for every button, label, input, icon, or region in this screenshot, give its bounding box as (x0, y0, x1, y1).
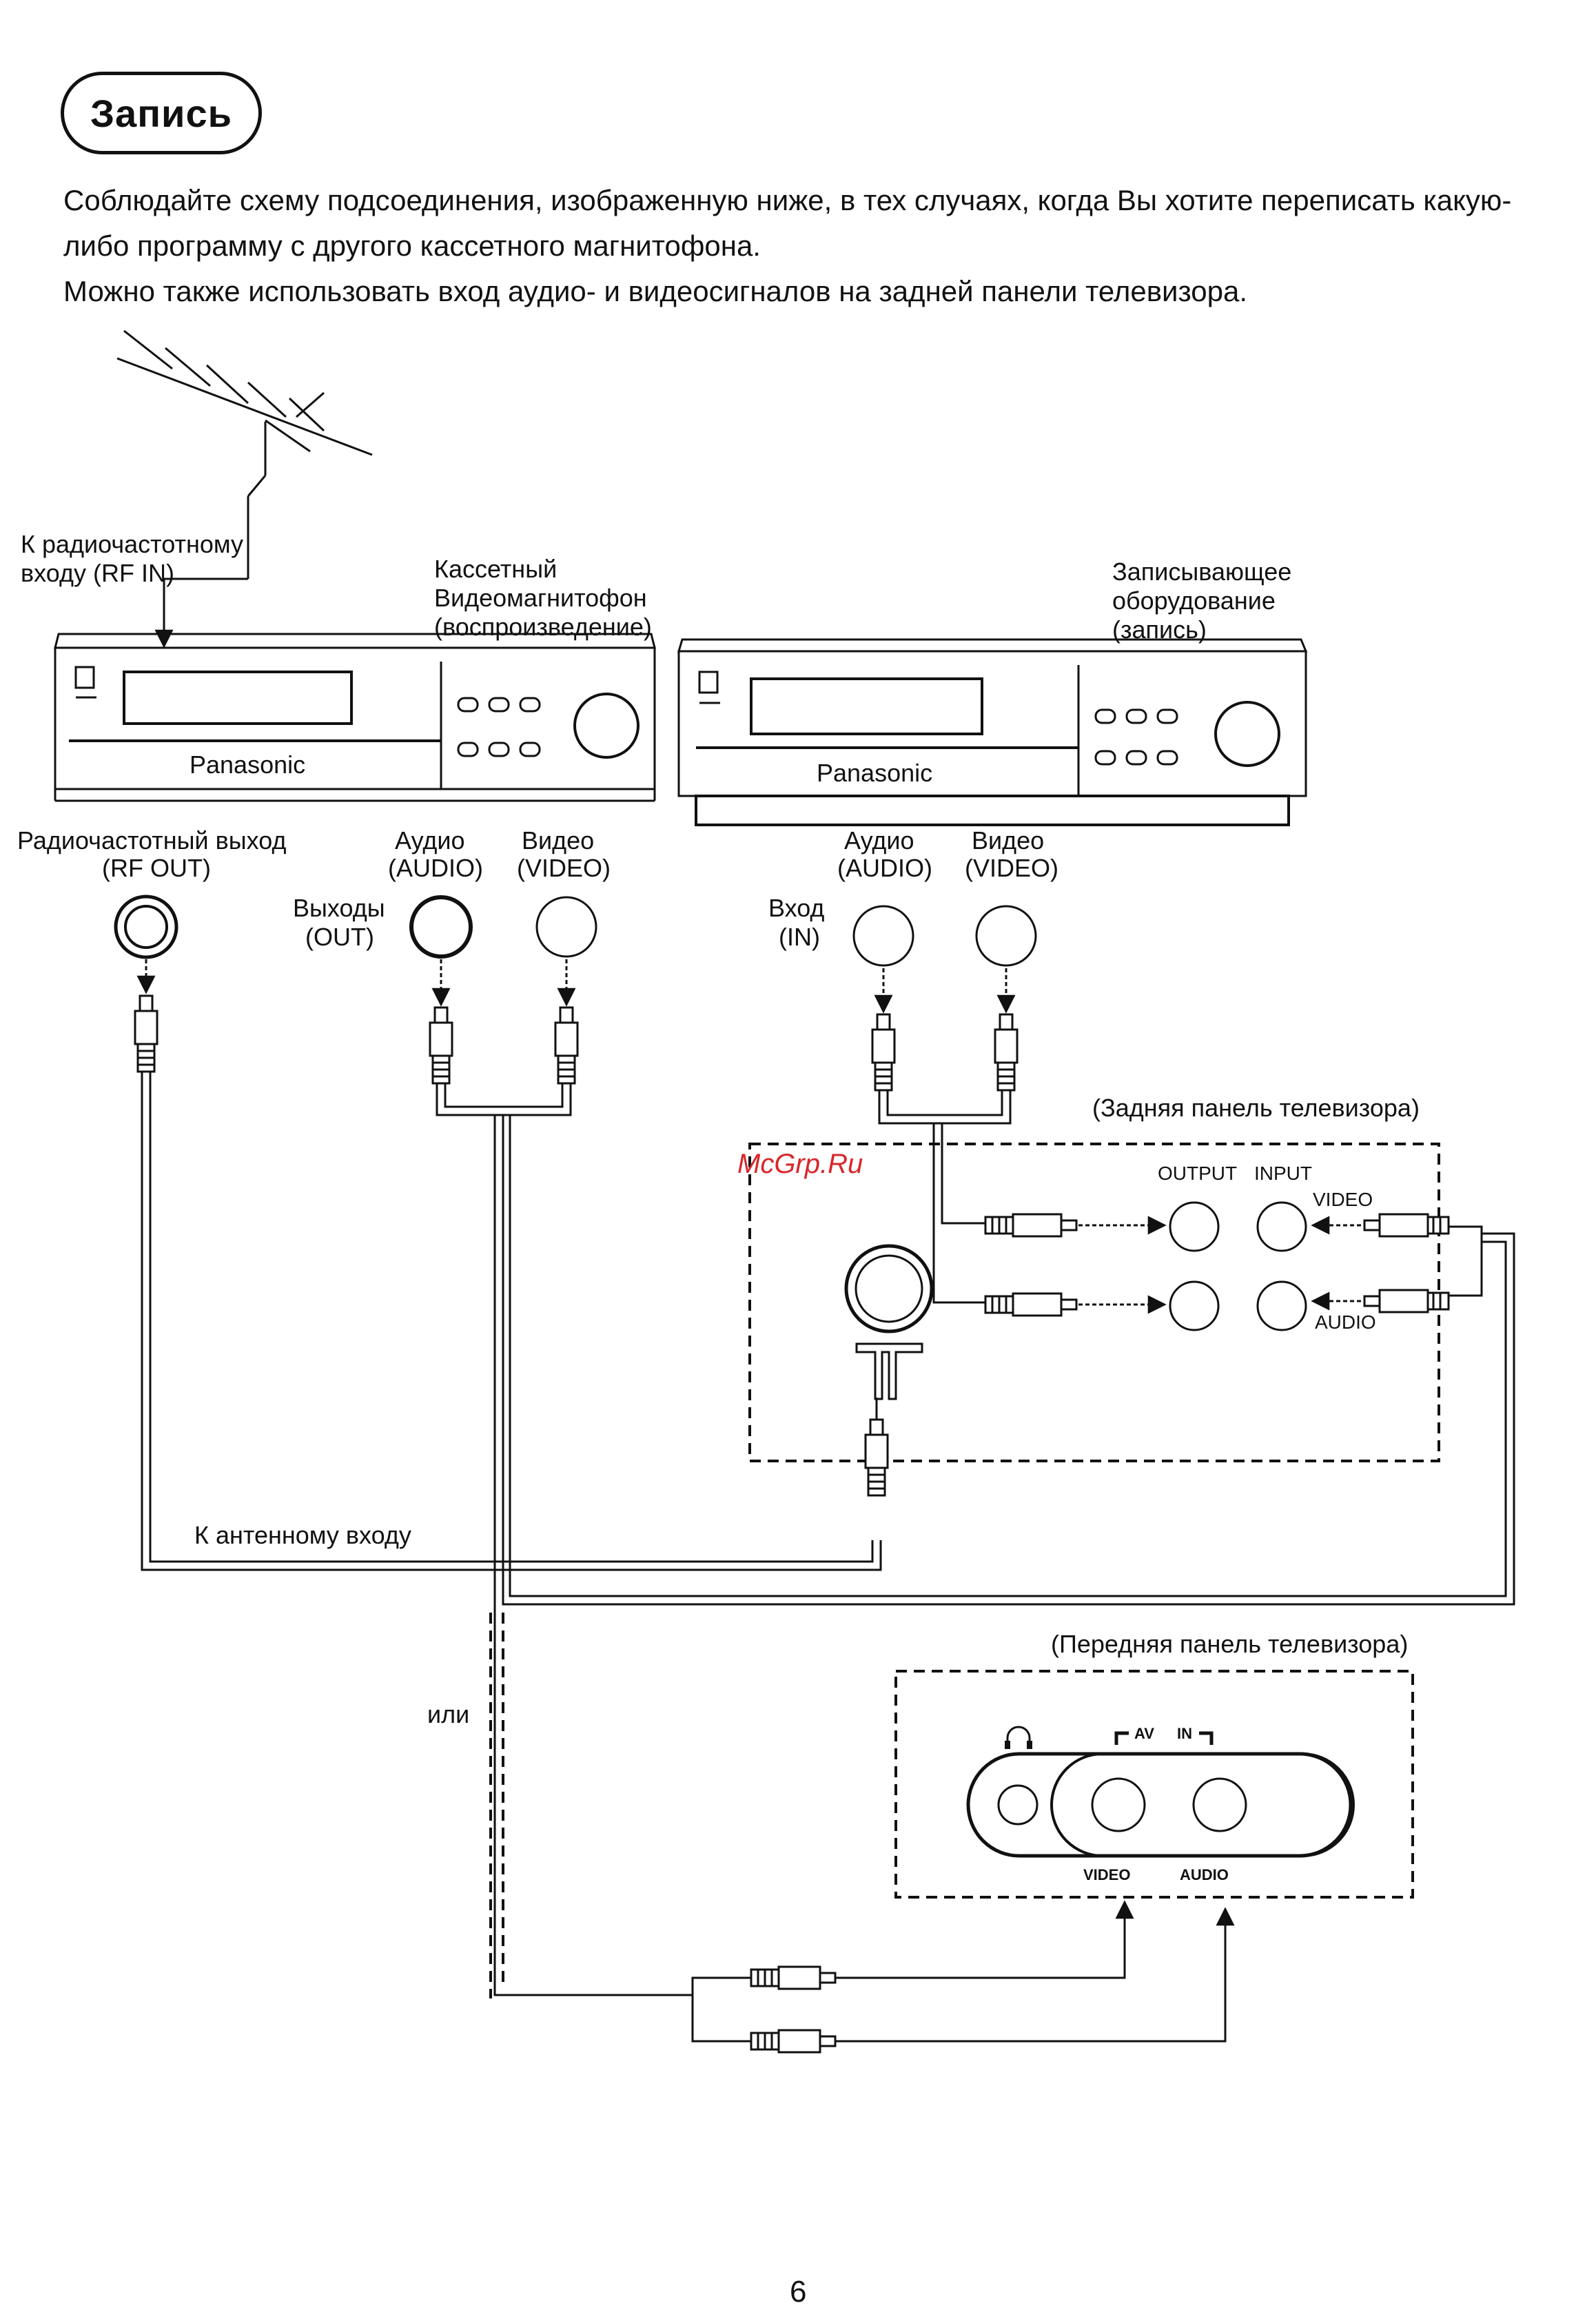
video-out-label-2: (VIDEO) (517, 854, 611, 882)
audio-out-label-2: (AUDIO) (388, 854, 483, 882)
intro-line-2: либо программу с другого кассетного магн… (63, 229, 761, 262)
intro-line-1: Соблюдайте схему подсоединения, изображе… (63, 184, 1512, 216)
output-label: OUTPUT (1158, 1163, 1237, 1184)
tv-rear-antenna-jack (844, 1244, 934, 1333)
video-out-jack (535, 896, 597, 958)
audio-out-label-1: Аудио (395, 826, 465, 855)
vcr-play-label-2: Видеомагнитофон (434, 584, 647, 612)
audio-en-label: AUDIO (1315, 1311, 1376, 1333)
tv-front-label: (Передняя панель телевизора) (1051, 1630, 1408, 1658)
outputs-label-2: (OUT) (305, 923, 374, 951)
vcr-playback (54, 633, 656, 802)
av-label: AV (1134, 1725, 1154, 1742)
front-audio-jack (1192, 1777, 1247, 1832)
front-video-jack (1091, 1777, 1146, 1832)
audio-in-label-2: (AUDIO) (837, 854, 932, 882)
vcr-recording-brand: Panasonic (817, 759, 932, 787)
audio-out-jack (409, 895, 473, 959)
vcr-play-label-1: Кассетный (434, 555, 557, 583)
tv-rear-input-video-jack (1256, 1201, 1307, 1252)
tv-rear-label: (Задняя панель телевизора) (1092, 1094, 1420, 1122)
front-audio-label: AUDIO (1180, 1866, 1229, 1883)
vcr-playback-brand: Panasonic (190, 750, 305, 779)
video-in-jack (975, 905, 1037, 967)
rf-out-jack (114, 894, 178, 959)
vcr-play-label-3: (воспроизведение) (434, 613, 652, 641)
rf-plug (134, 994, 158, 1073)
rear-plug-input-video (1363, 1213, 1450, 1238)
page-number: 6 (790, 2275, 806, 2309)
input-label-2: (IN) (779, 923, 820, 951)
antenna-connector-icon (855, 1342, 923, 1400)
watermark: McGrp.Ru (737, 1149, 863, 1179)
audio-plug-vcr2 (871, 1013, 896, 1092)
video-en-label: VIDEO (1313, 1189, 1373, 1210)
headphone-jack (997, 1784, 1039, 1826)
or-label: или (427, 1700, 469, 1728)
video-in-label-2: (VIDEO) (965, 854, 1058, 882)
rf-out-label-2: (RF OUT) (102, 854, 211, 882)
tv-front-jack-bezel (966, 1752, 1353, 1858)
antenna-input-label: К антенному входу (194, 1521, 411, 1549)
rear-rf-plug (864, 1418, 889, 1497)
section-heading: Запись (61, 72, 262, 154)
tv-rear-output-audio-jack (1169, 1280, 1220, 1331)
tv-rear-output-video-jack (1169, 1201, 1220, 1252)
front-plug-audio (750, 2029, 837, 2054)
vcr-rec-label-2: оборудование (1112, 586, 1276, 615)
cables (141, 1072, 1515, 1996)
vcr-recording (677, 638, 1308, 826)
video-in-label-1: Видео (972, 826, 1044, 855)
audio-in-jack (852, 905, 914, 967)
tv-front-av-group (1050, 1752, 1355, 1857)
headphone-icon (1006, 1726, 1031, 1745)
front-video-label: VIDEO (1083, 1866, 1130, 1883)
intro-text: Соблюдайте схему подсоединения, изображе… (63, 178, 1579, 314)
alternate-route (489, 1613, 504, 1998)
video-plug-vcr1 (554, 1006, 579, 1085)
intro-line-3: Можно также использовать вход аудио- и в… (63, 275, 1248, 307)
rf-in-label-2: входу (RF IN) (21, 559, 174, 587)
rf-in-label-1: К радиочастотному (21, 530, 243, 558)
in-label: IN (1177, 1725, 1192, 1742)
audio-plug-vcr1 (429, 1006, 453, 1085)
front-plug-video (750, 1965, 837, 1990)
tv-rear-antenna-jack-inner (855, 1254, 923, 1323)
rear-plug-output-audio (984, 1292, 1078, 1317)
rf-out-jack-inner (124, 905, 168, 949)
input-label-1: Вход (768, 894, 824, 922)
video-out-label-1: Видео (522, 826, 594, 855)
tv-rear-input-audio-jack (1256, 1280, 1307, 1331)
rear-plug-input-audio (1363, 1289, 1450, 1313)
input-heading: INPUT (1254, 1163, 1312, 1184)
rear-plug-output-video (984, 1213, 1078, 1238)
audio-in-label-1: Аудио (844, 826, 914, 855)
video-plug-vcr2 (994, 1013, 1019, 1092)
tv-front-panel (894, 1670, 1414, 1899)
antenna-icon (116, 329, 373, 648)
outputs-label-1: Выходы (293, 894, 385, 922)
vcr-rec-label-1: Записывающее (1112, 558, 1291, 586)
rf-out-label-1: Радиочастотный выход (17, 826, 286, 855)
